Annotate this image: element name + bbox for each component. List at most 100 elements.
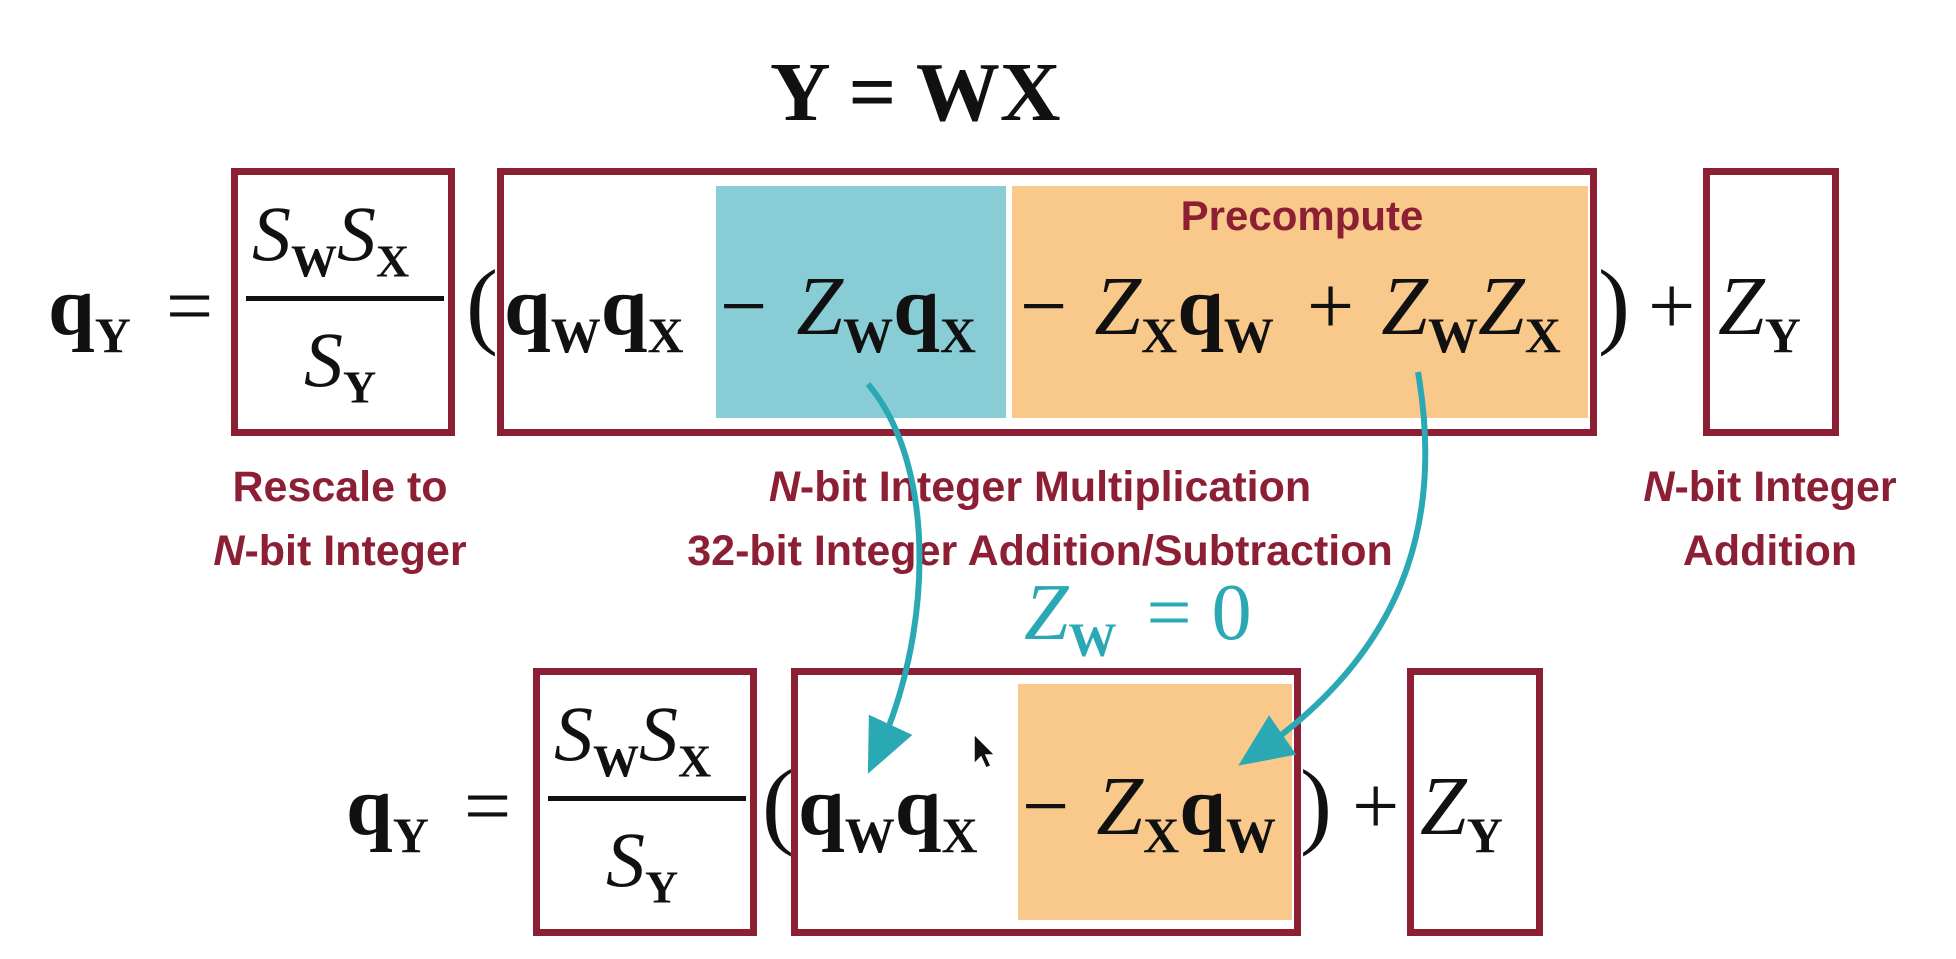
term-zx-qw-bottom: − ZXqW [1022,762,1276,880]
term-zy-bottom: ZY [1420,762,1503,880]
close-paren-top: ) [1598,250,1630,357]
s-sub-x: X [678,735,712,787]
label-add-line1: N-bit Integer [1590,455,1950,519]
term-zy-top: ZY [1718,262,1801,380]
q-var: q [798,760,845,853]
n-italic: N [768,463,800,511]
q-var: q [504,260,551,353]
arrow-precompute-to-bottom [1238,371,1429,766]
label-text: -bit Integer Multiplication [799,463,1312,511]
s-var: S [606,816,645,903]
plus-sign: + [1306,260,1355,353]
label-mult-line1: N-bit Integer Multiplication [580,455,1500,519]
z-sub-x: X [1141,306,1178,363]
label-mult-line2: 32-bit Integer Addition/Subtraction [687,527,1393,575]
q-var: q [600,260,648,353]
label-rescale-line1: Rescale to [232,463,448,511]
q-var: q [48,260,95,353]
top-fraction-numerator: SWSX [252,192,409,304]
z-sub-w: W [843,306,894,363]
q-sub-x: X [939,306,976,363]
term-zw-qx-top: − ZWqX [720,262,976,380]
q-sub-y: Y [392,806,429,863]
z-sub-x: X [1524,306,1561,363]
s-sub-x: X [376,235,410,287]
label-rescale: Rescale to N-bit Integer [150,455,530,583]
label-multiplication: N-bit Integer Multiplication 32-bit Inte… [580,455,1500,583]
s-sub-w: W [291,235,337,287]
n-italic: N [1643,463,1675,511]
term-qw-qx-top: qWqX [504,262,684,380]
q-var: q [893,260,940,353]
z-var: Z [1096,760,1144,853]
bottom-equation-lhs: qY = [346,762,511,880]
close-paren-bottom: ) [1300,750,1332,857]
s-var: S [252,190,291,277]
top-equation-lhs: qY = [48,262,213,380]
top-fraction-denominator: SY [304,318,376,430]
s-var: S [304,316,343,403]
q-sub-w: W [1223,306,1274,363]
z-var: Z [1094,260,1142,353]
q-var: q [894,760,942,853]
label-addition: N-bit Integer Addition [1590,455,1950,583]
minus-sign: − [1020,260,1068,353]
open-paren-top: ( [466,250,498,357]
arrow-zwqx-to-bottom [865,382,923,774]
q-var: q [1179,760,1226,853]
top-fraction-bar [246,296,444,301]
open-paren-bottom: ( [762,750,794,857]
z-sub-x: X [1143,806,1180,863]
z-var: Z [1420,760,1467,853]
cursor-icon [973,732,997,769]
z-var: Z [1381,260,1429,353]
equals-zero: = 0 [1146,569,1252,657]
z-var: Z [796,260,844,353]
z-sub-w: W [1428,306,1479,363]
s-sub-y: Y [343,361,377,413]
z-var: Z [1718,260,1765,353]
minus-sign: − [720,260,768,353]
label-add-line2: Addition [1682,527,1858,575]
q-var: q [1177,260,1224,353]
z-var: Z [1024,569,1069,657]
q-sub-w: W [1225,806,1276,863]
teal-highlight-zw-qx [716,186,1006,418]
z-var: Z [1478,260,1525,353]
title-equation: Y = WX [770,46,1061,139]
zw-equals-zero: ZW = 0 [1024,570,1252,684]
plus-sign-bottom: + [1352,760,1400,853]
bottom-fraction-bar [548,796,746,801]
orange-highlight-precompute [1012,186,1588,418]
s-var: S [554,690,593,777]
q-var: q [346,760,393,853]
box-main-terms-bottom [791,668,1301,936]
q-sub-w: W [844,806,895,863]
equals-sign: = [165,260,214,353]
box-main-terms-top [497,168,1597,436]
term-precompute-top: − ZXqW + ZWZX [1020,262,1561,380]
precompute-label: Precompute [1180,192,1424,239]
z-sub-w: W [1068,614,1117,667]
z-sub-y: Y [1764,306,1801,363]
n-italic: N [213,527,245,575]
box-rescale-fraction-bottom [533,668,757,936]
z-sub-y: Y [1466,806,1503,863]
bottom-fraction-denominator: SY [606,818,678,930]
plus-sign-top: + [1648,260,1696,353]
label-rescale-line2: N-bit Integer [150,519,530,583]
q-sub-x: X [941,806,978,863]
s-var: S [639,690,678,777]
term-qw-qx-bottom: qWqX [798,762,978,880]
q-sub-y: Y [94,306,131,363]
box-zy-bottom [1407,668,1543,936]
s-sub-w: W [593,735,639,787]
s-var: S [337,190,376,277]
q-sub-x: X [647,306,684,363]
label-text: -bit Integer [1674,463,1897,511]
bottom-fraction-numerator: SWSX [554,692,711,804]
s-sub-y: Y [645,861,679,913]
q-sub-w: W [550,306,601,363]
equals-sign: = [463,760,512,853]
